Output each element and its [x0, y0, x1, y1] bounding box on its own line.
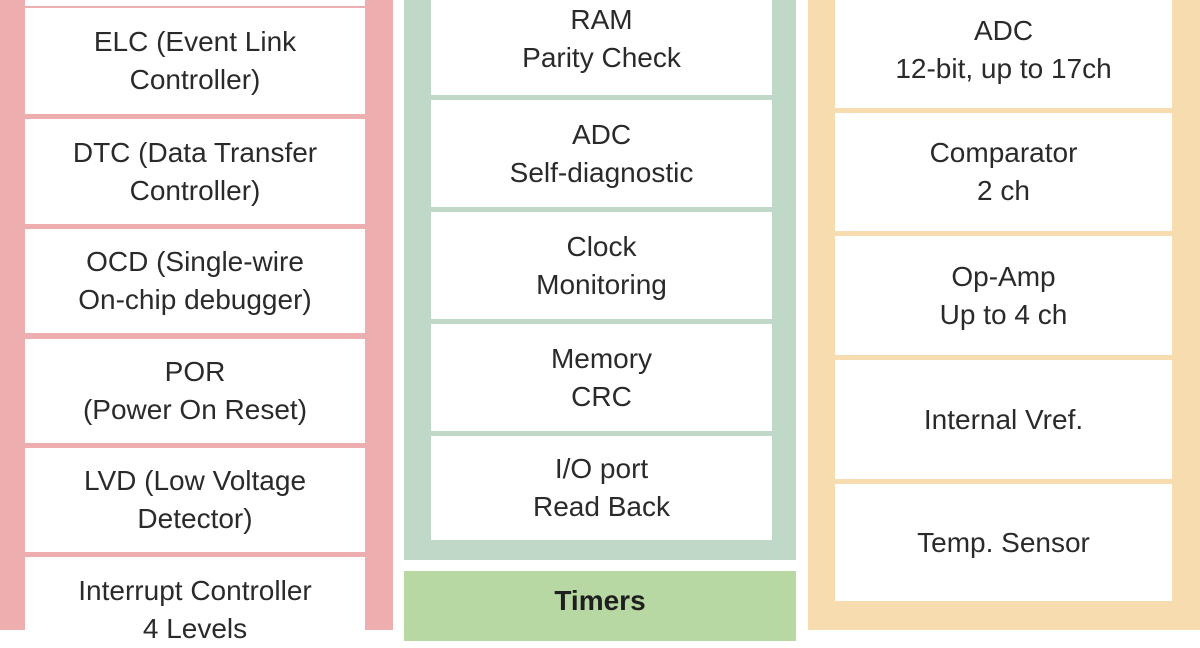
right-column: ADC 12-bit, up to 17ch Comparator 2 ch Op-…: [808, 0, 1200, 630]
box-dtc-line1: DTC (Data Transfer: [72, 136, 318, 168]
box-comparator: Comparator 2 ch: [835, 113, 1172, 231]
box-dtc-line2: Controller): [129, 174, 261, 206]
box-clock-line1: Clock: [566, 230, 637, 262]
box-adc-diag-line2: Self-diagnostic: [509, 156, 694, 188]
box-por-line2: (Power On Reset): [82, 394, 308, 425]
box-elc-line1: ELC (Event Link: [93, 26, 297, 57]
box-ram-parity: RAM Parity Check: [431, 0, 772, 95]
box-io-line1: I/O port: [554, 453, 649, 484]
box-temp-sensor: Temp. Sensor: [835, 484, 1172, 601]
box-interrupt-controller: Interrupt Controller 4 Levels: [25, 557, 365, 644]
box-adc-diag-line1: ADC: [571, 118, 632, 150]
middle-column: RAM Parity Check ADC Self-diagnostic Clock…: [404, 0, 796, 560]
box-por-line1: POR: [164, 356, 226, 387]
box-lvd-line1: LVD (Low Voltage: [83, 465, 307, 496]
box-clock-line2: Monitoring: [536, 268, 667, 300]
box-temp-label: Temp. Sensor: [917, 526, 1090, 558]
box-comparator-line2: 2 ch: [977, 175, 1030, 206]
box-interrupt-line2: 4 Levels: [142, 613, 248, 644]
box-op-amp-line1: Op-Amp: [951, 260, 1056, 292]
timers-block: Timers: [404, 571, 796, 641]
box-adc-12bit: ADC 12-bit, up to 17ch: [835, 0, 1172, 108]
box-interrupt-line1: Interrupt Controller: [78, 575, 312, 606]
box-ram-line1: RAM: [570, 4, 633, 35]
box-comparator-line1: Comparator: [929, 137, 1078, 168]
box-memory-line1: Memory: [550, 342, 653, 374]
box-adc-self-diagnostic: ADC Self-diagnostic: [431, 100, 772, 207]
box-ocd-line1: OCD (Single-wire: [86, 246, 304, 277]
box-memory-line2: CRC: [571, 380, 632, 412]
box-op-amp: Op-Amp Up to 4 ch: [835, 236, 1172, 355]
box-adc-line1: ADC: [973, 15, 1034, 46]
box-elc-line2: Controller): [129, 64, 261, 95]
box-adc-line2: 12-bit, up to 17ch: [895, 53, 1112, 84]
box-vref-label: Internal Vref.: [923, 403, 1084, 435]
box-ram-line2: Parity Check: [522, 42, 681, 73]
box-ocd-line2: On-chip debugger): [78, 284, 312, 315]
box-op-amp-line2: Up to 4 ch: [939, 298, 1068, 330]
left-box-top-cut: [25, 0, 365, 6]
box-io-line2: Read Back: [533, 491, 670, 522]
timers-label: Timers: [554, 585, 646, 616]
box-por: POR (Power On Reset): [25, 339, 365, 443]
box-internal-vref: Internal Vref.: [835, 360, 1172, 479]
box-lvd-line2: Detector): [137, 503, 253, 534]
